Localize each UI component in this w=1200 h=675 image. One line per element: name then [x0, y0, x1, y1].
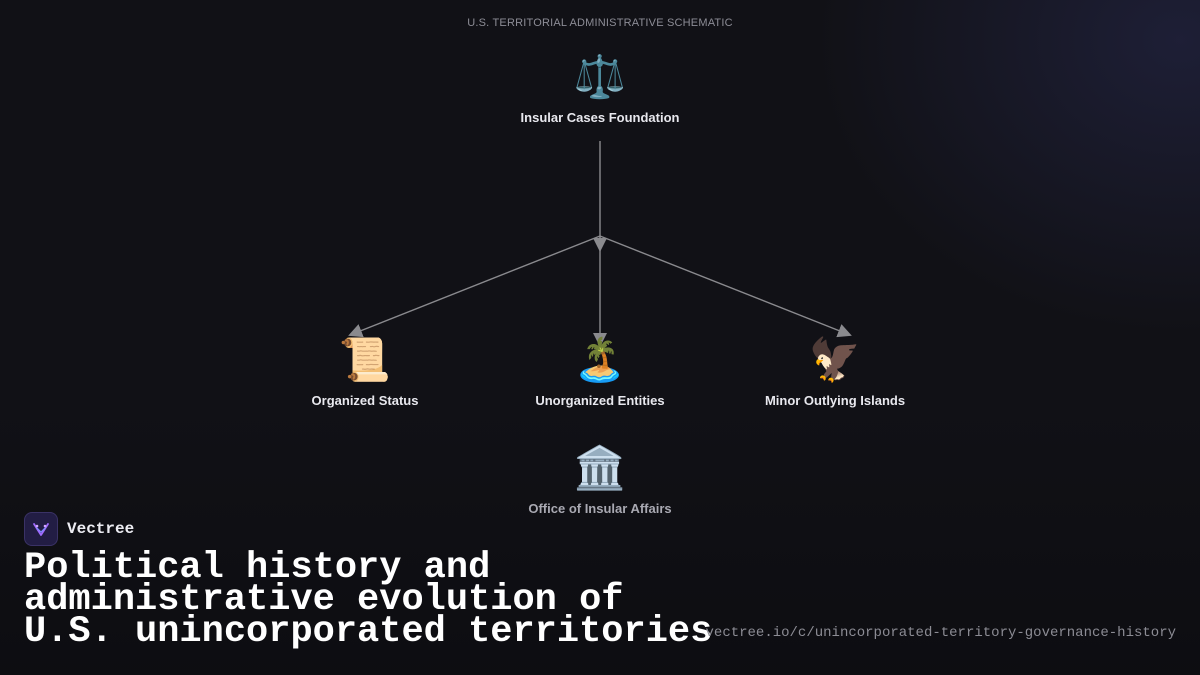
- vectree-logo-icon: [24, 512, 58, 546]
- edge-root-to-outlying: [599, 235, 852, 338]
- scales-icon: ⚖️: [573, 53, 627, 100]
- node-label: Organized Status: [311, 393, 419, 408]
- node-insular-cases-foundation: ⚖️ Insular Cases Foundation: [490, 52, 710, 125]
- brand[interactable]: Vectree: [24, 512, 134, 546]
- node-unorganized-entities: 🏝️ Unorganized Entities: [490, 335, 710, 408]
- edge-root-to-organized: [348, 235, 601, 338]
- government-building-icon: 🏛️: [573, 444, 627, 491]
- node-organized-status: 📜 Organized Status: [255, 335, 475, 408]
- brand-name: Vectree: [67, 520, 135, 538]
- node-label: Minor Outlying Islands: [764, 393, 906, 408]
- node-minor-outlying-islands: 🦅 Minor Outlying Islands: [725, 335, 945, 408]
- node-office-of-insular-affairs: 🏛️ Office of Insular Affairs: [490, 443, 710, 516]
- eagle-icon: 🦅: [808, 336, 862, 383]
- scroll-icon: 📜: [338, 336, 392, 383]
- node-label: Office of Insular Affairs: [528, 501, 672, 516]
- island-icon: 🏝️: [573, 336, 627, 383]
- node-label: Insular Cases Foundation: [520, 110, 680, 125]
- source-url[interactable]: vectree.io/c/unincorporated-territory-go…: [705, 625, 1176, 641]
- page-headline: Political history and administrative evo…: [24, 547, 713, 653]
- diagram-title: U.S. TERRITORIAL ADMINISTRATIVE SCHEMATI…: [467, 17, 733, 29]
- node-label: Unorganized Entities: [535, 393, 665, 408]
